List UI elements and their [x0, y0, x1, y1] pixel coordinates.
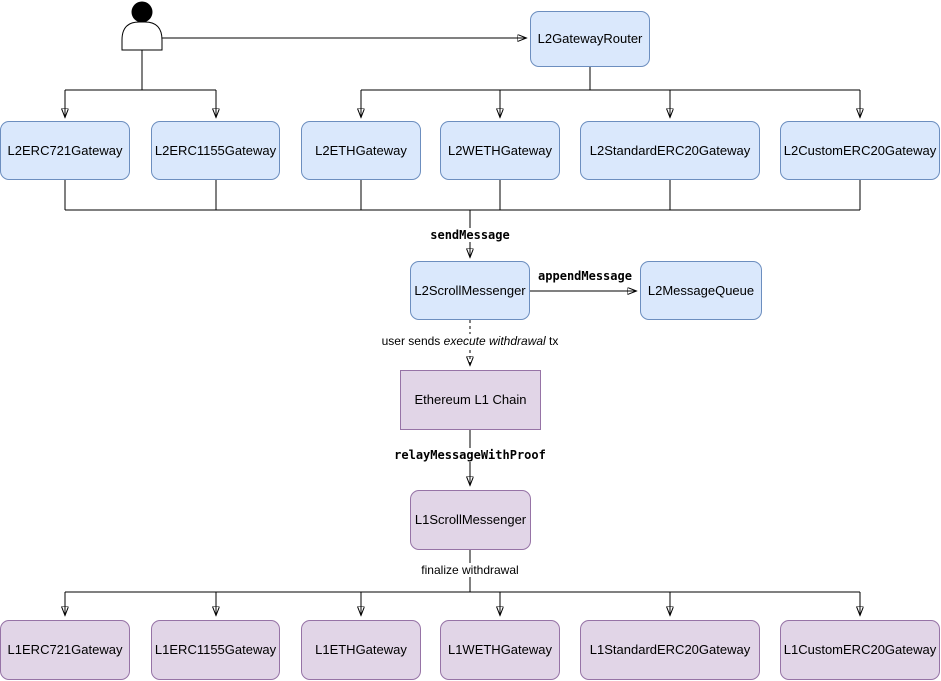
node-l2-gateway-router: L2GatewayRouter [530, 11, 650, 67]
node-l2-scroll-messenger: L2ScrollMessenger [410, 261, 530, 320]
edge-label-user-sends-prefix: user sends [381, 334, 444, 348]
edge-label-user-sends-suffix: tx [545, 334, 559, 348]
node-l1-scroll-messenger: L1ScrollMessenger [410, 490, 531, 550]
node-l2-standard-erc20-gateway: L2StandardERC20Gateway [580, 121, 760, 180]
edge-label-send-message: sendMessage [427, 228, 513, 242]
edge-label-user-sends-tx: user sends execute withdrawal tx [378, 334, 562, 348]
edge-label-relay-message: relayMessageWithProof [391, 448, 549, 462]
edge-l2-gateway-bus [64, 180, 861, 211]
node-l2-weth-gateway: L2WETHGateway [440, 121, 560, 180]
node-ethereum-l1-chain: Ethereum L1 Chain [400, 370, 541, 430]
node-l2-erc721-gateway: L2ERC721Gateway [0, 121, 130, 180]
node-l1-standard-erc20-gateway: L1StandardERC20Gateway [580, 620, 760, 680]
edge-label-finalize-withdrawal: finalize withdrawal [418, 563, 522, 577]
node-l1-erc1155-gateway: L1ERC1155Gateway [151, 620, 280, 680]
edge-router-branch [361, 67, 860, 91]
node-l1-erc721-gateway: L1ERC721Gateway [0, 620, 130, 680]
node-l2-erc1155-gateway: L2ERC1155Gateway [151, 121, 280, 180]
edge-label-append-message: appendMessage [535, 269, 635, 283]
node-l2-message-queue: L2MessageQueue [640, 261, 762, 320]
node-l2-eth-gateway: L2ETHGateway [301, 121, 421, 180]
actor-icon [121, 1, 163, 51]
edge-label-user-sends-italic: execute withdrawal [443, 334, 546, 348]
edge-actor-branch [65, 50, 216, 91]
node-l2-custom-erc20-gateway: L2CustomERC20Gateway [780, 121, 940, 180]
node-l1-custom-erc20-gateway: L1CustomERC20Gateway [780, 620, 940, 680]
node-l1-eth-gateway: L1ETHGateway [301, 620, 421, 680]
node-l1-weth-gateway: L1WETHGateway [440, 620, 560, 680]
